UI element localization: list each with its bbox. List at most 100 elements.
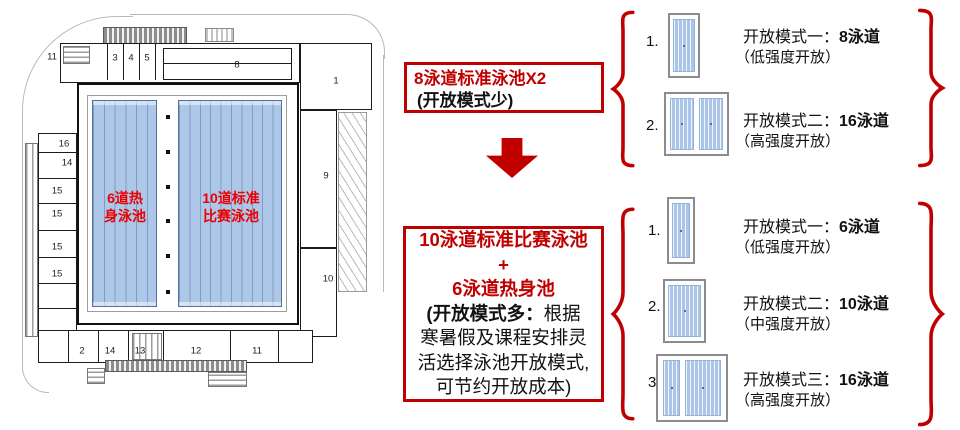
competition-pool xyxy=(178,100,282,307)
flow-box-top-line1: 8泳道标准泳池X2 xyxy=(414,69,547,88)
right-wing-room1 xyxy=(300,43,372,110)
bottom-wing xyxy=(38,330,313,363)
mode-text-bottom-3: 开放模式三：16泳道 （高强度开放） xyxy=(735,370,889,411)
wall-segment xyxy=(38,283,77,284)
wall-segment xyxy=(38,230,77,231)
room-number: 11 xyxy=(47,51,57,63)
floor-plan: 6道热 身泳池 10道标准 比赛泳池 11 3 4 5 8 1 16 14 15… xyxy=(0,0,400,430)
room-number: 2 xyxy=(79,345,85,357)
mode-item-number: 2. xyxy=(646,117,659,134)
room-number: 8 xyxy=(234,59,240,71)
pool-icon-6plus10-lane xyxy=(656,354,728,422)
room-number: 10 xyxy=(322,273,334,285)
wall-segment xyxy=(128,330,129,363)
pool-deck xyxy=(87,95,287,312)
flow-box-top: 8泳道标准泳池X2 (开放模式少) xyxy=(404,62,604,113)
warmup-pool-label: 6道热 身泳池 xyxy=(104,190,146,224)
pool-icon-basin xyxy=(673,19,695,72)
column-dot xyxy=(166,290,170,294)
pool-drain-dot xyxy=(683,44,685,47)
pool-icon-basin xyxy=(685,360,721,416)
room-number: 16 xyxy=(58,138,70,150)
wall-segment xyxy=(68,330,69,363)
seating-hatch-13 xyxy=(132,333,162,360)
mode-text-bottom-2: 开放模式二：10泳道 （中强度开放） xyxy=(735,294,889,335)
down-arrow-icon xyxy=(486,138,538,178)
column-dot xyxy=(166,115,170,119)
mode-title: 开放模式二：16泳道 xyxy=(743,113,889,130)
pool-drain-dot xyxy=(702,387,704,389)
wall-segment xyxy=(163,63,292,64)
pool-drain-dot xyxy=(680,229,682,232)
pool-icon-basin xyxy=(672,203,690,258)
site-boundary-left xyxy=(22,110,23,306)
flow-box-bottom-line6: 活选择泳池开放模式, xyxy=(417,351,590,373)
mode-item-number: 1. xyxy=(648,222,661,239)
flow-box-bottom-line3: 6泳道热身池 xyxy=(452,278,555,300)
mode-title: 开放模式一：8泳道 xyxy=(743,29,880,46)
flow-box-bottom-plus: + xyxy=(498,253,509,275)
wall-segment xyxy=(123,43,124,80)
competition-pool-label: 10道标准 比赛泳池 xyxy=(202,190,260,224)
stairs-bottom-center xyxy=(208,372,247,387)
bottom-walkway-hatch xyxy=(105,360,247,372)
wall-segment xyxy=(38,178,77,179)
pool-icon-16lane xyxy=(664,92,729,156)
wall-segment xyxy=(38,203,77,204)
room-number: 1 xyxy=(333,75,339,87)
stairs-bottom-left xyxy=(87,368,105,384)
room-number: 4 xyxy=(128,52,134,64)
flow-box-top-line2: (开放模式少) xyxy=(417,91,514,110)
pool-drain-dot xyxy=(670,387,673,389)
pool-drain-dot xyxy=(681,123,683,125)
roof-hatch-bar xyxy=(103,27,187,44)
wall-segment xyxy=(278,330,279,363)
room-number: 15 xyxy=(51,241,63,253)
left-wing xyxy=(38,133,77,337)
left-brace-top-group xyxy=(610,10,636,168)
mode-item-number: 1. xyxy=(646,33,659,50)
mode-subtitle: （高强度开放） xyxy=(735,392,841,409)
wall-segment xyxy=(155,43,156,80)
right-wing-room10 xyxy=(300,248,337,337)
room-number: 15 xyxy=(51,185,63,197)
flow-box-bottom-line4: (开放模式多：根据 xyxy=(426,302,581,324)
pool-icon-8lane xyxy=(668,13,700,78)
wall-segment xyxy=(163,330,164,363)
room8-block xyxy=(163,48,292,80)
stairs-topleft xyxy=(63,46,90,64)
mode-text-top-2: 开放模式二：16泳道 （高强度开放） xyxy=(735,111,889,152)
room-number: 12 xyxy=(190,345,202,357)
room-number: 3 xyxy=(112,52,118,64)
mode-text-bottom-1: 开放模式一：6泳道 （低强度开放） xyxy=(735,217,880,258)
pool-icon-basin xyxy=(663,360,680,416)
mode-title: 开放模式一：6泳道 xyxy=(743,219,880,236)
column-dot xyxy=(166,185,170,189)
site-boundary-top xyxy=(130,14,345,15)
pool-icon-6lane xyxy=(667,197,695,264)
left-brace-bottom-group xyxy=(610,206,636,422)
wall-segment xyxy=(38,257,77,258)
flow-box-bottom: 10泳道标准比赛泳池 + 6泳道热身池 (开放模式多：根据 寒暑假及课程安排灵 … xyxy=(403,226,604,402)
pool-drain-dot xyxy=(710,123,712,125)
column-dot xyxy=(166,150,170,154)
pool-icon-10lane xyxy=(663,279,706,343)
mode-subtitle: （中强度开放） xyxy=(735,316,841,333)
wall-segment xyxy=(38,152,77,153)
wall-segment xyxy=(230,330,231,363)
room-number: 5 xyxy=(144,52,150,64)
right-brace-top-group xyxy=(916,8,946,168)
room-number: 15 xyxy=(51,208,63,220)
room-number: 9 xyxy=(323,170,329,182)
pool-icon-basin xyxy=(668,285,701,337)
pool-icon-basin xyxy=(670,98,694,150)
room-number: 14 xyxy=(61,157,73,169)
mode-item-number: 2. xyxy=(648,298,661,315)
flow-box-bottom-line5: 寒暑假及课程安排灵 xyxy=(420,327,587,349)
room-number: 11 xyxy=(252,345,262,357)
right-wing-room9 xyxy=(300,110,337,248)
mode-title: 开放模式二：10泳道 xyxy=(743,296,889,313)
room-number: 15 xyxy=(51,268,63,280)
pool-icon-basin xyxy=(699,98,723,150)
